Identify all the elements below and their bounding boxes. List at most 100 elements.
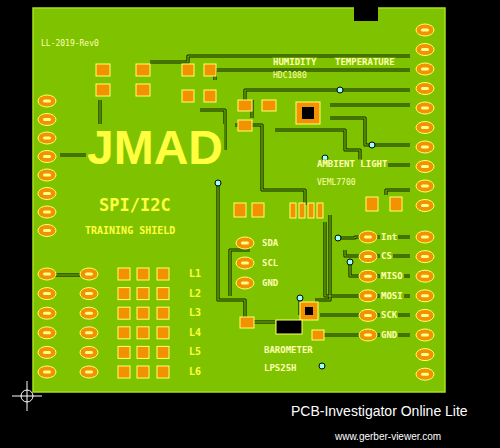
- lps25h-chip: [300, 302, 318, 320]
- board-outline: [33, 8, 445, 392]
- pad: [118, 327, 130, 339]
- pad: [38, 95, 56, 107]
- pad: [137, 268, 149, 280]
- pad: [157, 288, 169, 300]
- silkscreen-label: BAROMETER: [263, 346, 314, 355]
- pad: [416, 368, 434, 380]
- silkscreen-label: GND: [380, 331, 398, 340]
- pad: [118, 366, 130, 378]
- pad: [38, 151, 56, 163]
- silkscreen-label: L4: [188, 328, 202, 338]
- silkscreen-label: L6: [188, 367, 202, 377]
- pad: [137, 327, 149, 339]
- pad: [118, 307, 130, 319]
- pad: [416, 270, 434, 282]
- pad: [157, 307, 169, 319]
- pad: [236, 277, 254, 289]
- pad: [80, 288, 98, 300]
- board-notch: [354, 7, 378, 21]
- pad: [157, 366, 169, 378]
- pad: [416, 161, 434, 173]
- pad: [38, 346, 56, 358]
- pad: [137, 366, 149, 378]
- hdc1080-chip: [296, 102, 320, 124]
- silkscreen-label: JMAD: [86, 124, 224, 172]
- pad: [416, 122, 434, 134]
- silkscreen-label: TEMPERATURE: [334, 58, 396, 67]
- pad: [416, 141, 434, 153]
- pad: [416, 290, 434, 302]
- pad: [157, 346, 169, 358]
- pad: [38, 132, 56, 144]
- pad: [236, 257, 254, 269]
- pad: [118, 346, 130, 358]
- pad: [38, 307, 56, 319]
- trace-outline: [55, 56, 410, 335]
- pad: [137, 346, 149, 358]
- silkscreen-label: Int: [380, 233, 398, 242]
- silkscreen-label: SDA: [261, 239, 279, 248]
- pad: [359, 329, 377, 341]
- silkscreen-label: LPS25H: [263, 364, 298, 373]
- silkscreen-label: CS: [380, 252, 393, 261]
- pad: [80, 366, 98, 378]
- silkscreen-label: GND: [261, 279, 279, 288]
- silkscreen-label: SPI/I2C: [98, 197, 172, 214]
- pad: [416, 180, 434, 192]
- pad: [157, 327, 169, 339]
- pad: [38, 225, 56, 237]
- pad: [416, 251, 434, 263]
- pad: [137, 307, 149, 319]
- pad: [38, 169, 56, 181]
- pad: [416, 102, 434, 114]
- pad: [416, 349, 434, 361]
- pad: [416, 24, 434, 36]
- pad: [38, 366, 56, 378]
- silkscreen-label: HUMIDITY: [272, 58, 317, 67]
- silkscreen-label: SCL: [261, 259, 279, 268]
- pad: [38, 327, 56, 339]
- pad: [118, 268, 130, 280]
- silkscreen-label: TRAINING SHIELD: [84, 226, 176, 236]
- pad: [38, 268, 56, 280]
- pad: [80, 327, 98, 339]
- vias: [215, 87, 375, 369]
- silkscreen-label: AMBIENT LIGHT: [316, 160, 388, 169]
- pad: [416, 329, 434, 341]
- pad: [416, 83, 434, 95]
- pad: [416, 44, 434, 56]
- pad: [80, 268, 98, 280]
- pad: [137, 288, 149, 300]
- black-component: [276, 320, 302, 334]
- pad: [359, 231, 377, 243]
- silkscreen-label: LL-2019-Rev0: [40, 40, 100, 48]
- pad: [80, 307, 98, 319]
- pad: [157, 268, 169, 280]
- pad: [38, 188, 56, 200]
- pad: [118, 288, 130, 300]
- silkscreen-label: SCK: [380, 311, 398, 320]
- silkscreen-label: HDC1080: [272, 72, 308, 80]
- silkscreen-label: MISO: [380, 272, 404, 281]
- pad: [416, 200, 434, 212]
- smd-pads: [96, 64, 402, 340]
- silkscreen-label: L1: [188, 269, 202, 279]
- pad-group: [38, 24, 434, 380]
- pad: [38, 206, 56, 218]
- pad: [359, 290, 377, 302]
- pad: [80, 346, 98, 358]
- silkscreen-label: L5: [188, 347, 202, 357]
- pad: [359, 309, 377, 321]
- silkscreen-label: L2: [188, 289, 202, 299]
- silkscreen-label: VEML7700: [316, 179, 357, 187]
- pad: [38, 114, 56, 126]
- silkscreen-label: MOSI: [380, 292, 404, 301]
- pad: [359, 270, 377, 282]
- crop-mark: [12, 381, 42, 411]
- pad: [236, 237, 254, 249]
- trace-fill: [55, 56, 410, 335]
- pad: [38, 288, 56, 300]
